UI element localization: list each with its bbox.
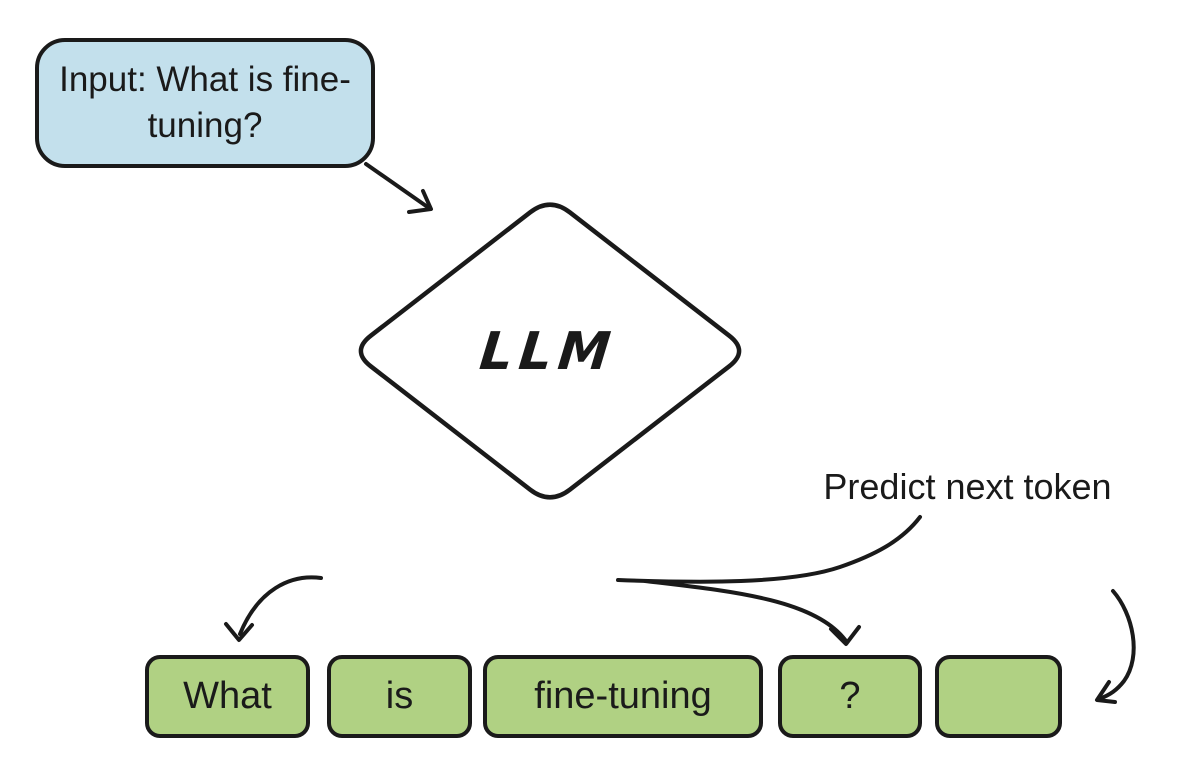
arrow-llm-to-first-token-icon: [224, 575, 323, 642]
predict-swoosh-line-icon: [616, 515, 922, 584]
arrow-predict-to-question-token-icon: [643, 579, 861, 646]
arrow-input-to-llm-icon: [364, 162, 433, 214]
token-fine-tuning: fine-tuning: [483, 655, 763, 738]
arrow-next-token-loop-icon: [1095, 589, 1136, 704]
input-bubble: Input: What is fine-tuning?: [35, 38, 375, 168]
predict-next-token-label: Predict next token: [823, 466, 1112, 507]
token-is: is: [327, 655, 472, 738]
token-question-mark: ?: [778, 655, 922, 738]
llm-label: LLM: [476, 322, 620, 382]
token-what: What: [145, 655, 310, 738]
token-empty-next: [935, 655, 1062, 738]
llm-diamond-shape: [358, 202, 742, 500]
